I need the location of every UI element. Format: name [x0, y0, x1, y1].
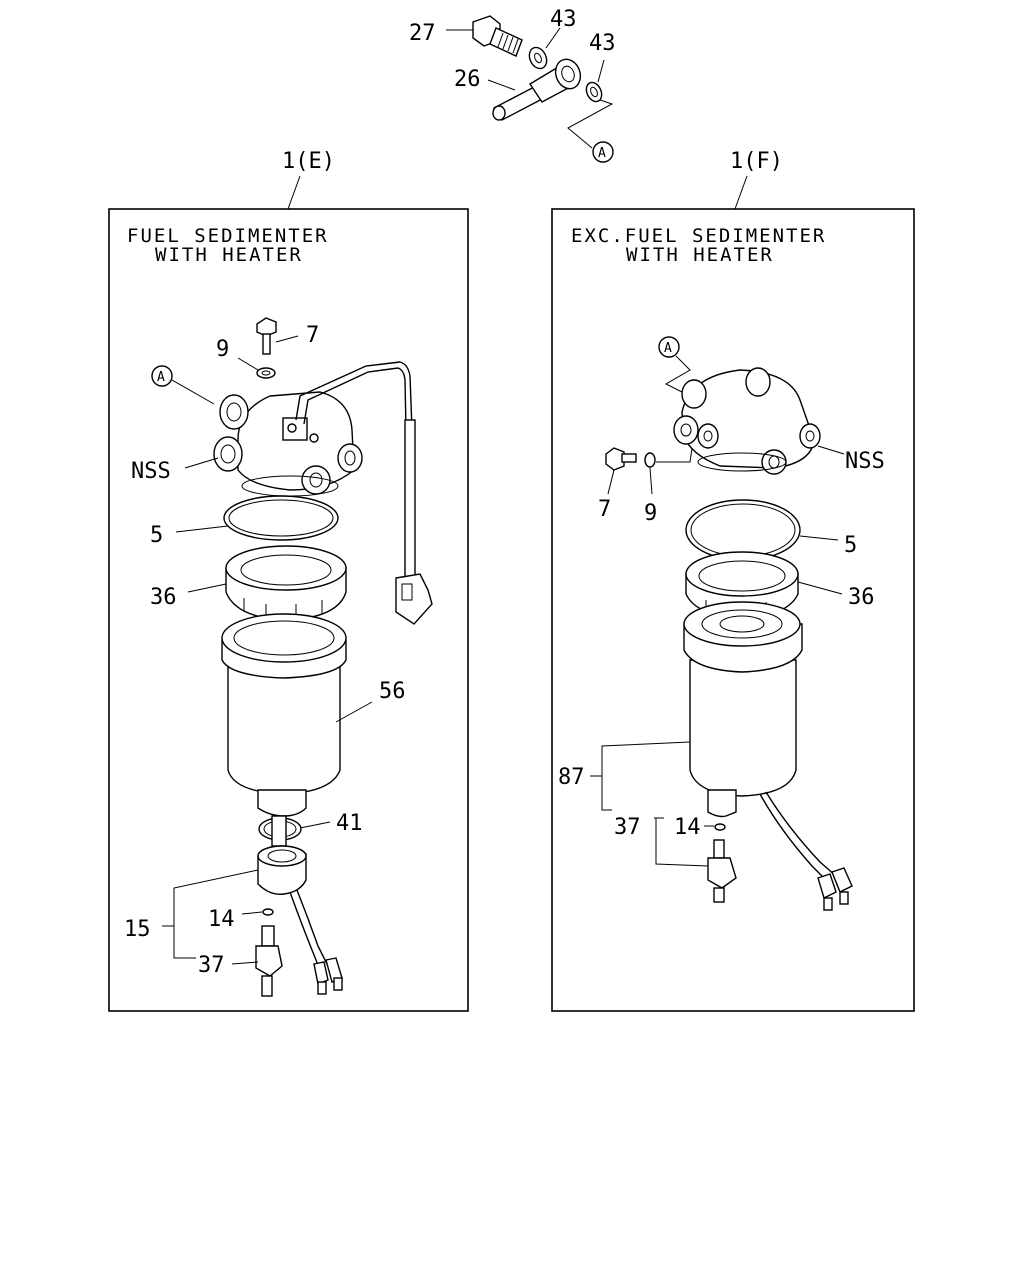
label-43b: 43 — [589, 31, 616, 56]
eye-joint-part — [492, 58, 582, 121]
top-fitting-assembly: 27 43 43 26 A — [409, 7, 616, 163]
copper-washer-part — [585, 81, 603, 103]
bolt-part-right — [605, 447, 637, 471]
label-26: 26 — [454, 67, 481, 92]
panel-header-left: 1(E) — [282, 149, 335, 174]
copper-washer-part — [528, 46, 548, 70]
heater-wire-left — [295, 361, 413, 576]
ref-a-letter-left: A — [157, 370, 165, 385]
filter-head-part-right — [673, 367, 821, 475]
bolt-part-left — [256, 317, 277, 355]
panel-title-left-line1: FUEL SEDIMENTER — [127, 225, 329, 247]
heater-connector-left — [395, 573, 433, 625]
filter-element-part-right — [683, 601, 853, 911]
filter-element-part-left — [221, 613, 347, 817]
label-9-right: 9 — [644, 501, 657, 526]
label-36-left: 36 — [150, 585, 177, 610]
panel-title-right-line1: EXC.FUEL SEDIMENTER — [571, 225, 826, 247]
small-oring-part-left — [262, 908, 274, 916]
ref-a-letter-right: A — [664, 341, 672, 356]
panel-title-left-line2: WITH HEATER — [155, 244, 303, 266]
label-nss-left: NSS — [131, 459, 171, 484]
panel-title-right-line2: WITH HEATER — [626, 244, 774, 266]
drain-plug-part-left — [255, 925, 283, 997]
label-14-left: 14 — [208, 907, 235, 932]
small-oring-part-right — [714, 823, 726, 831]
label-9-left: 9 — [216, 337, 229, 362]
label-56-left: 56 — [379, 679, 406, 704]
ref-a-circle-left — [151, 365, 173, 387]
label-43a: 43 — [550, 7, 577, 32]
label-87-right: 87 — [558, 765, 585, 790]
panel-exc-fuel-sedimenter-with-heater: 1(F) EXC.FUEL SEDIMENTER WITH HEATER A N… — [551, 149, 915, 1012]
panel-frame-right — [551, 208, 915, 1012]
label-7-right: 7 — [598, 497, 611, 522]
label-41-left: 41 — [336, 811, 363, 836]
banjo-bolt-part — [472, 15, 523, 57]
washer-part-right — [644, 452, 656, 468]
washer-part-left — [256, 367, 276, 379]
oring-part-left — [223, 495, 339, 541]
oring-part-right — [685, 499, 801, 561]
ring-nut-part-left — [225, 545, 347, 621]
ref-a-letter-top: A — [598, 146, 606, 161]
ref-a-circle-right — [658, 336, 680, 358]
panel-header-right: 1(F) — [730, 149, 783, 174]
water-sensor-part-left — [257, 815, 343, 995]
label-7-left: 7 — [306, 323, 319, 348]
label-36-right: 36 — [848, 585, 875, 610]
panel-fuel-sedimenter-with-heater: 1(E) FUEL SEDIMENTER WITH HEATER 7 9 — [108, 149, 469, 1012]
drain-plug-part-right — [707, 839, 737, 903]
label-5-left: 5 — [150, 523, 163, 548]
filter-head-part-left — [213, 391, 363, 497]
label-5-right: 5 — [844, 533, 857, 558]
label-nss-right: NSS — [845, 449, 885, 474]
label-27: 27 — [409, 21, 436, 46]
label-37-right: 37 — [614, 815, 641, 840]
label-15-left: 15 — [124, 917, 151, 942]
ref-a-circle-top — [592, 141, 614, 163]
panel-frame-left — [108, 208, 469, 1012]
label-14-right: 14 — [674, 815, 701, 840]
label-37-left: 37 — [198, 953, 225, 978]
